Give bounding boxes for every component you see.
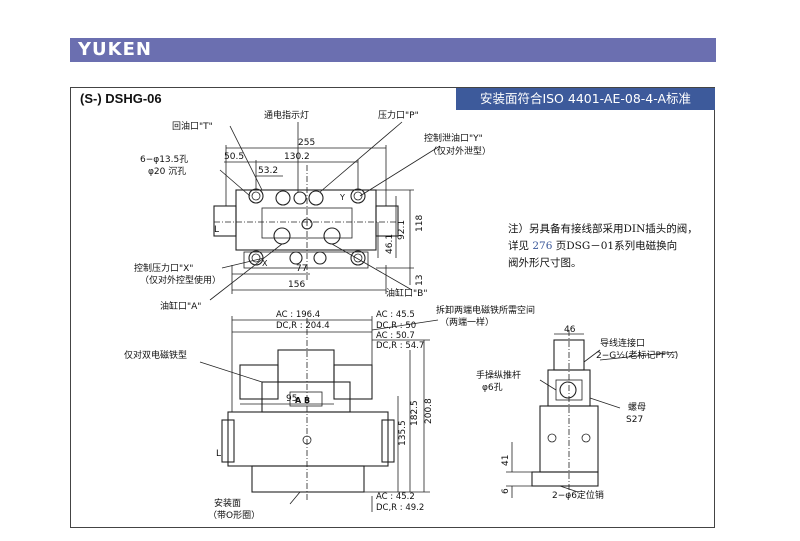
rotated-dims: 92.1 118 46.1 13 135.5 182.5 200.8 41 6: [385, 215, 511, 494]
dim-182-5: 182.5: [410, 400, 420, 426]
label-l-front: L: [216, 449, 221, 459]
label-locating-pins: 2−φ6定位销: [552, 489, 604, 501]
dim-6: 6: [501, 488, 511, 494]
dim-dc-1: DC,R : 204.4: [276, 321, 330, 331]
footnote-line-2: 详见 276 页DSG－01系列电磁换向: [508, 238, 718, 255]
label-nut-size: S27: [626, 415, 643, 425]
dim-dc-2: DC,R : 50: [376, 321, 416, 331]
drawing-frame: [70, 87, 715, 528]
dim-50-5: 50.5: [224, 152, 244, 162]
label-pilot-port: 控制压力口"X": [134, 262, 193, 274]
dim-46-1: 46.1: [385, 234, 395, 254]
dim-ac-1: AC : 196.4: [276, 310, 320, 320]
model-title: (S-) DSHG-06: [80, 91, 162, 106]
label-manual-pin: 手操纵推杆: [476, 369, 521, 381]
footnote: 注）另具备有接线部采用DIN插头的阀， 详见 276 页DSG－01系列电磁换向…: [508, 221, 718, 272]
label-manual-pin-hole: φ6孔: [482, 382, 503, 393]
dim-130-2: 130.2: [284, 152, 310, 162]
footnote-line-2-pre: 详见: [508, 240, 533, 252]
label-pilot-port-note: （仅对外控型使用）: [140, 274, 221, 286]
label-conduit: 导线连接口: [600, 337, 645, 349]
dim-135-5: 135.5: [398, 420, 408, 446]
footnote-page-link[interactable]: 276: [532, 240, 553, 252]
label-holes: 6−φ13.5孔: [140, 154, 188, 165]
dim-ac-2: AC : 45.5: [376, 310, 415, 320]
front-view: [199, 316, 439, 512]
dim-156: 156: [288, 280, 305, 290]
label-removal-space: 拆卸两端电磁铁所需空间: [436, 304, 535, 316]
yuken-logo: YUKEN: [78, 39, 152, 60]
label-port-b: 油缸口"B": [386, 287, 427, 299]
header-banner: [70, 38, 716, 62]
dim-dc-3: DC,R : 54.7: [376, 341, 424, 351]
label-removal-space-note: （两端一样）: [440, 316, 494, 328]
dim-77: 77: [296, 264, 307, 274]
label-mounting-surface: 安装面: [214, 497, 241, 509]
label-pressure-port: 压力口"P": [378, 109, 419, 121]
dim-ac-3: AC : 50.7: [376, 331, 415, 341]
label-drain-port-note: （仅对外泄型）: [428, 145, 491, 157]
label-x: X: [262, 259, 268, 268]
top-view: [209, 121, 441, 301]
label-double-solenoid: 仅对双电磁铁型: [124, 349, 187, 361]
dim-118: 118: [415, 215, 425, 232]
label-drain-port: 控制泄油口"Y": [424, 132, 483, 144]
label-y: Y: [339, 193, 345, 202]
footnote-line-2-post: 页DSG－01系列电磁换向: [552, 240, 678, 252]
dim-ac-4: AC : 45.2: [376, 492, 415, 502]
label-counterbore: φ20 沉孔: [148, 166, 186, 177]
dim-13: 13: [415, 275, 425, 286]
dim-92-1: 92.1: [397, 220, 407, 240]
dim-255: 255: [298, 138, 315, 148]
label-valve-ab: A B: [295, 396, 310, 405]
dim-53-2: 53.2: [258, 166, 278, 176]
label-mounting-surface-note: （带O形圈）: [208, 509, 260, 521]
dim-200-8: 200.8: [424, 398, 434, 424]
dim-46: 46: [564, 325, 576, 335]
dim-95: 95: [286, 394, 297, 404]
label-port-a: 油缸口"A": [160, 300, 201, 312]
standard-banner: 安装面符合ISO 4401-AE-08-4-A标准: [456, 88, 715, 110]
footnote-line-1: 注）另具备有接线部采用DIN插头的阀，: [508, 223, 698, 235]
footnote-line-3: 阀外形尺寸图。: [508, 257, 582, 269]
label-conduit-thread: 2−G½(老标记PF½): [596, 349, 678, 361]
dim-dc-4: DC,R : 49.2: [376, 503, 424, 513]
dim-41: 41: [501, 455, 511, 466]
label-nut: 螺母: [628, 402, 646, 413]
side-view: [506, 330, 677, 498]
label-l-top: L: [214, 225, 219, 235]
label-power-lamp: 通电指示灯: [264, 109, 309, 121]
label-return-port: 回油口"T": [172, 120, 213, 132]
